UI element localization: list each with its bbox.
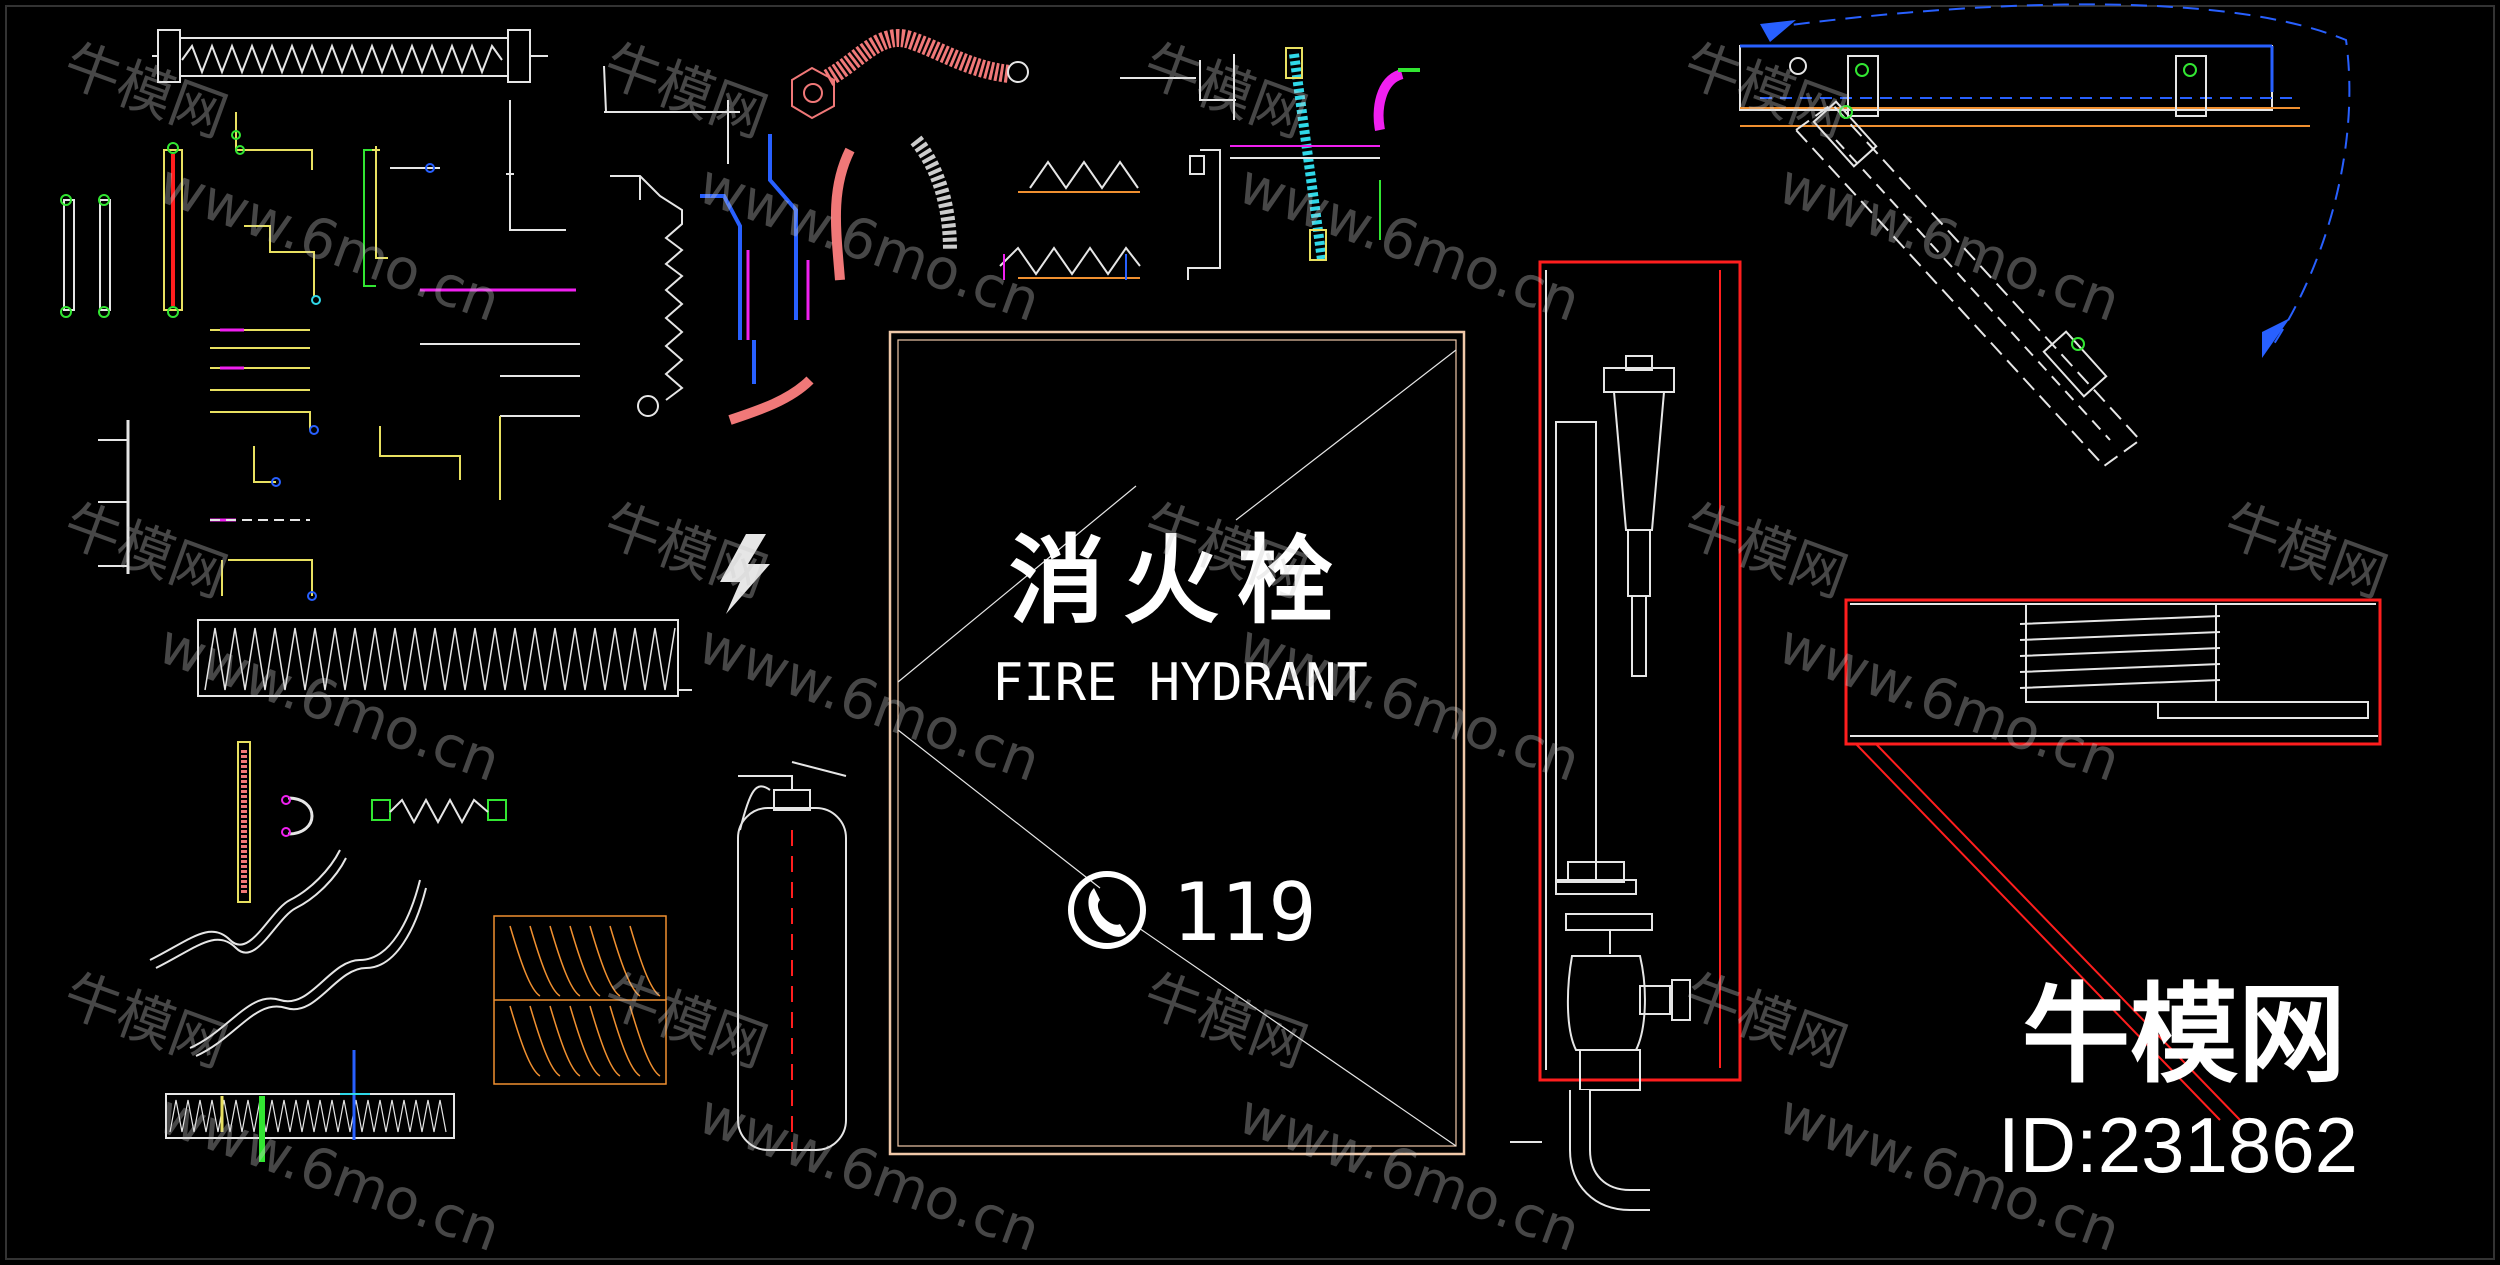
hydrant-title-en: FIRE HYDRANT [992, 653, 1368, 713]
vertical-straps [60, 194, 111, 318]
watermark-brand: 牛模网 [55, 492, 235, 611]
pipe-sleeve [165, 1050, 455, 1162]
left-fittings-cluster [60, 29, 740, 1162]
brand-name: 牛模网 [2022, 973, 2346, 1098]
orange-springs [999, 160, 1141, 280]
brand-logo: 牛模网 ID:231862 [1998, 973, 2358, 1189]
watermark-url: www.6mo.cn [690, 152, 1048, 335]
watermark-brand: 牛模网 [1675, 32, 1855, 151]
watermark-url: www.6mo.cn [1770, 152, 2128, 335]
watermark-brand: 牛模网 [2215, 492, 2395, 611]
hydrant-sign-panel: 消火栓 FIRE HYDRANT 119 [888, 330, 1466, 1156]
watermark-brand: 牛模网 [1675, 492, 1855, 611]
phone-icon [1068, 871, 1146, 949]
watermark-url: www.6mo.cn [150, 152, 508, 335]
lightning-icon [720, 534, 770, 614]
valve-icon [1510, 861, 1691, 1211]
watermark-url: www.6mo.cn [1770, 612, 2128, 795]
watermark-brand: 牛模网 [55, 32, 235, 151]
hose-coil-box [493, 915, 667, 1085]
watermark-url: www.6mo.cn [150, 612, 508, 795]
green-bracket [363, 149, 440, 287]
phone-number: 119 [1172, 866, 1317, 959]
hose-reel-box [1844, 598, 2382, 1121]
nozzle-icon [1603, 355, 1675, 677]
bolts [210, 130, 321, 601]
watermark-url: www.6mo.cn [1230, 152, 1588, 335]
red-bar-bracket [163, 142, 183, 318]
watermark-brand: 牛模网 [595, 492, 775, 611]
wall-anchors [98, 420, 130, 574]
door-swing-detail [1739, 3, 2351, 468]
lower-left-fittings [237, 741, 507, 903]
watermark-brand: 牛模网 [1675, 962, 1855, 1081]
watermark-brand: 牛模网 [595, 32, 775, 151]
watermark-brand: 牛模网 [1135, 32, 1315, 151]
cyan-strap-bracket [1120, 47, 1420, 280]
drawing-frame [5, 5, 2495, 1260]
watermark-brand: 牛模网 [1135, 962, 1315, 1081]
watermark-brand: 牛模网 [55, 962, 235, 1081]
fire-extinguisher-icon [737, 761, 847, 1151]
insulation-strip [197, 619, 692, 697]
rods-anchors [379, 65, 740, 500]
watermark-url: www.6mo.cn [1230, 1082, 1588, 1265]
hose-fittings [610, 29, 1029, 425]
hydrant-title-cn: 消火栓 [1009, 525, 1351, 637]
flexible-joint-top [152, 29, 548, 83]
watermark-brand: 牛模网 [595, 962, 775, 1081]
serpentine-cables [149, 849, 427, 1057]
brand-id: ID:231862 [1998, 1101, 2358, 1189]
watermark-url: www.6mo.cn [690, 1082, 1048, 1265]
hydrant-cabinet-section [1510, 260, 1742, 1211]
